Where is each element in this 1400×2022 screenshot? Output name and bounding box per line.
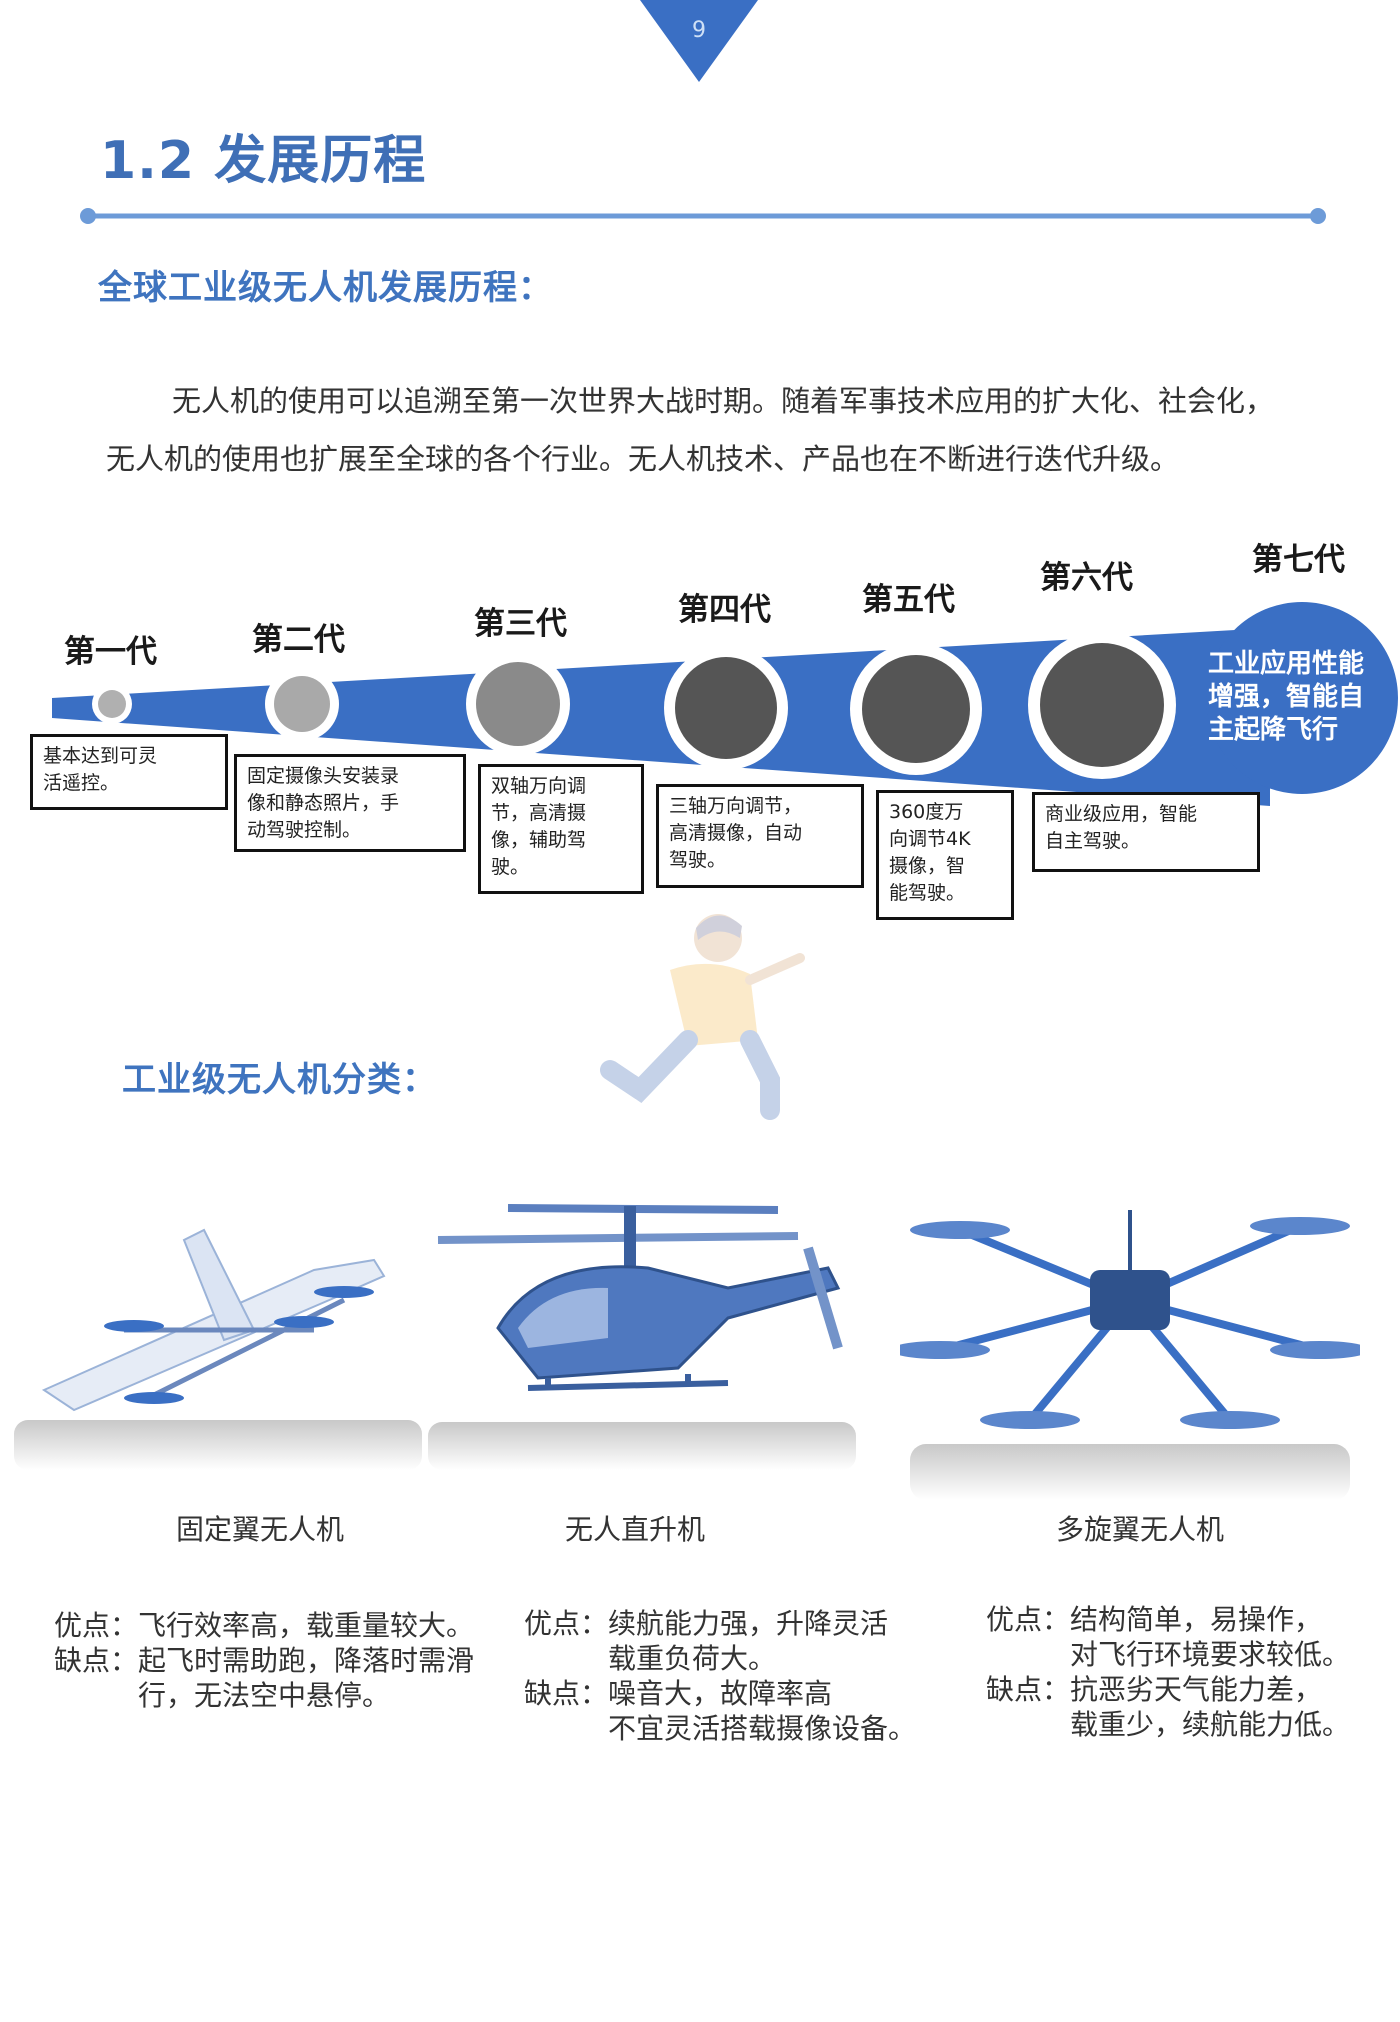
fixed-wing-drone-image [14, 1228, 422, 1470]
gen2-label: 第二代 [252, 622, 345, 658]
gen3-circle [476, 662, 560, 746]
fixed-wing-pros-cons: 优点：飞行效率高，载重量较大。 缺点：起飞时需助跑，降落时需滑 行，无法空中悬停… [54, 1608, 494, 1713]
fixed-wing-cons-line2: 行，无法空中悬停。 [138, 1679, 391, 1712]
gen7-label: 第七代 [1252, 542, 1345, 578]
multirotor-drone-image [900, 1210, 1360, 1500]
multirotor-pros-cons: 优点：结构简单，易操作， 对飞行环境要求较低。 缺点：抗恶劣天气能力差， 载重少… [986, 1602, 1386, 1742]
helicopter-cons-line2: 不宜灵活搭载摄像设备。 [608, 1712, 917, 1745]
gen3-label: 第三代 [474, 606, 567, 642]
runner-watermark [600, 914, 805, 1120]
helicopter-pros-cons: 优点：续航能力强，升降灵活 载重负荷大。 缺点：噪音大，故障率高 不宜灵活搭载摄… [524, 1606, 944, 1746]
fixed-wing-cons: 缺点：起飞时需助跑，降落时需滑 [54, 1644, 475, 1677]
fixed-wing-pros: 优点：飞行效率高，载重量较大。 [54, 1609, 475, 1642]
gen2-circle [274, 676, 330, 732]
page-number: 9 [692, 18, 706, 43]
intro-line-1: 无人机的使用可以追溯至第一次世界大战时期。随着军事技术应用的扩大化、社会化， [172, 384, 1275, 418]
gen1-circle [98, 690, 126, 718]
gen6-circle [1040, 643, 1164, 767]
generation-timeline [52, 602, 1398, 806]
gen4-desc: 三轴万向调节，高清摄像，自动驾驶。 [656, 784, 864, 888]
section-title: 1.2 发展历程 [100, 131, 427, 191]
fixed-wing-label: 固定翼无人机 [175, 1513, 344, 1546]
gen1-label: 第一代 [64, 634, 157, 670]
history-subheading: 全球工业级无人机发展历程： [98, 268, 553, 308]
gen2-desc: 固定摄像头安装录像和静态照片，手动驾驶控制。 [234, 754, 466, 852]
intro-line-2: 无人机的使用也扩展至全球的各个行业。无人机技术、产品也在不断进行迭代升级。 [106, 442, 1180, 476]
page-tab [640, 0, 758, 82]
gen5-label: 第五代 [862, 582, 955, 618]
helicopter-cons: 缺点：噪音大，故障率高 [524, 1677, 833, 1710]
gen5-circle [862, 655, 970, 763]
gen6-label: 第六代 [1040, 560, 1133, 596]
title-rule [80, 208, 1326, 224]
helicopter-drone-image [428, 1204, 856, 1470]
multirotor-pros-line2: 对飞行环境要求较低。 [1070, 1638, 1351, 1671]
helicopter-label: 无人直升机 [564, 1513, 705, 1546]
gen3-desc: 双轴万向调节，高清摄像，辅助驾驶。 [478, 764, 644, 894]
helicopter-pros: 优点：续航能力强，升降灵活 [524, 1607, 889, 1640]
gen4-label: 第四代 [678, 592, 771, 628]
multirotor-cons: 缺点：抗恶劣天气能力差， [986, 1673, 1323, 1706]
multirotor-cons-line2: 载重少，续航能力低。 [1070, 1708, 1351, 1741]
gen6-desc: 商业级应用，智能自主驾驶。 [1032, 792, 1260, 872]
gen4-circle [675, 657, 777, 759]
gen1-desc: 基本达到可灵活遥控。 [30, 734, 228, 810]
multirotor-label: 多旋翼无人机 [1055, 1513, 1224, 1546]
types-subheading: 工业级无人机分类： [122, 1060, 437, 1100]
gen7-desc: 工业应用性能增强，智能自主起降飞行 [1208, 649, 1365, 745]
helicopter-pros-line2: 载重负荷大。 [608, 1642, 777, 1675]
gen7-circle [1206, 602, 1398, 794]
multirotor-pros: 优点：结构简单，易操作， [986, 1603, 1323, 1636]
